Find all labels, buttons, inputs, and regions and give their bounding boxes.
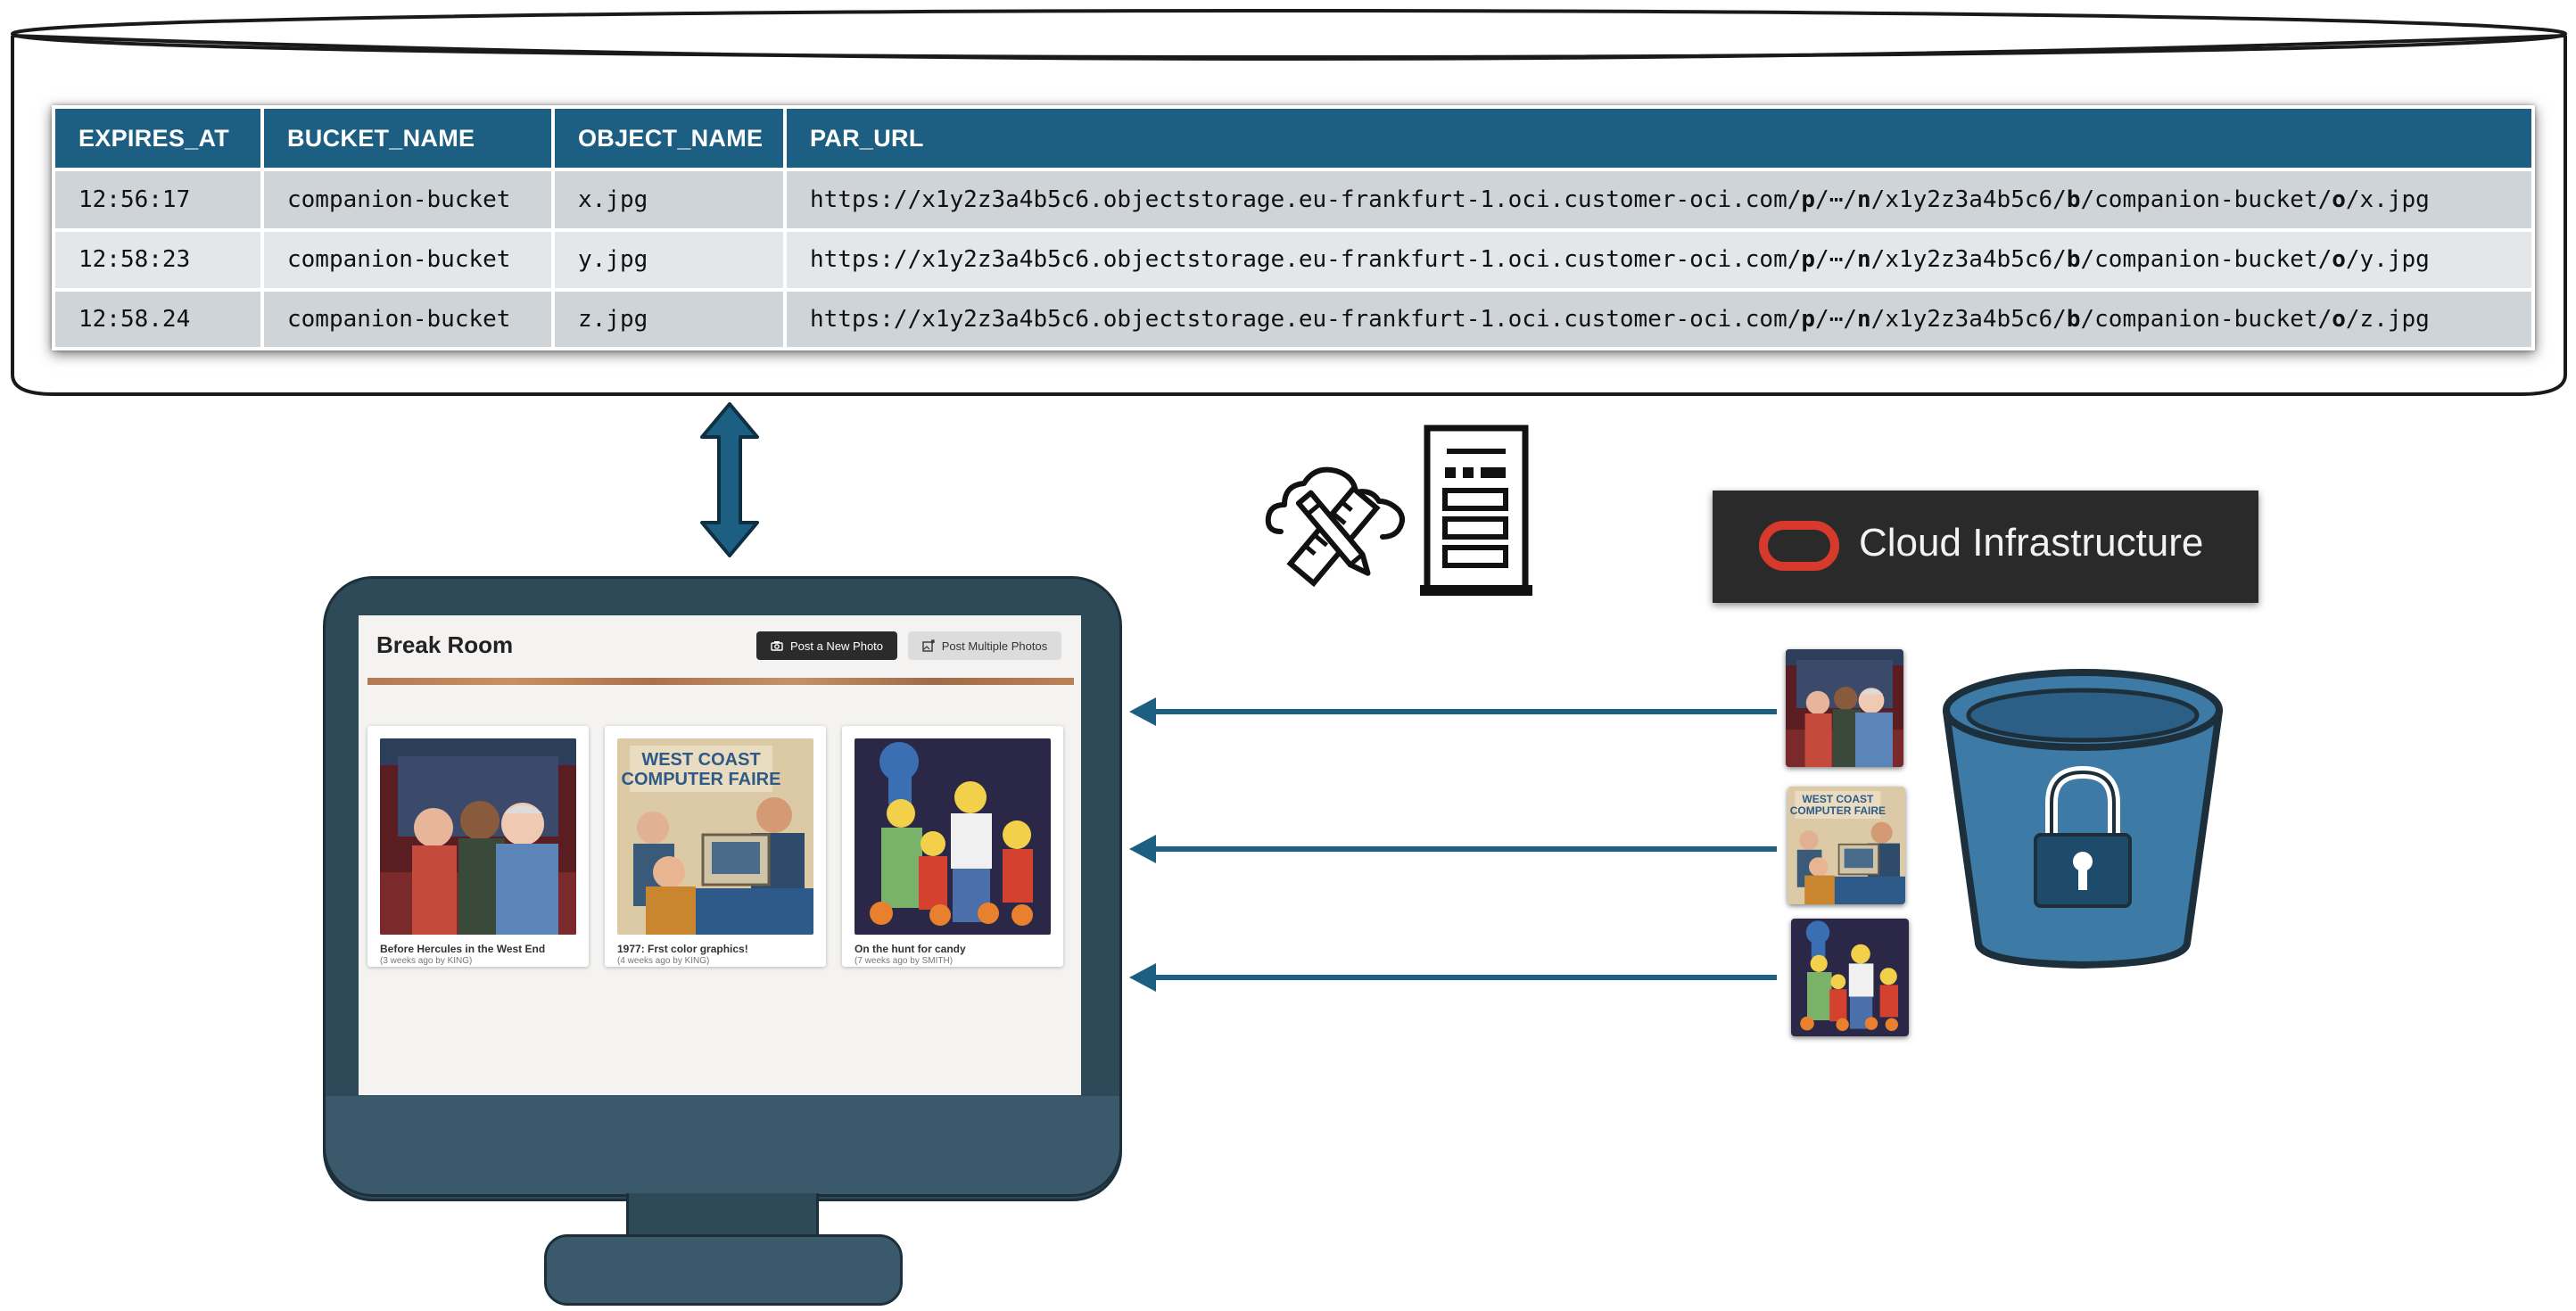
sign-text: WEST COAST: [1802, 793, 1874, 805]
cell-object-name: y.jpg: [553, 227, 787, 291]
sign-text: COMPUTER FAIRE: [622, 770, 781, 789]
cell-bucket-name: companion-bucket: [262, 227, 555, 291]
photo-image: [380, 738, 576, 935]
cell-bucket-name: companion-bucket: [262, 168, 555, 230]
bucket-lock-icon: [1943, 669, 2223, 969]
oracle-ring-icon: [1759, 521, 1839, 571]
photo-theater-image: [1786, 649, 1903, 767]
photo-card[interactable]: WEST COAST COMPUTER FAIRE 1977: Frst col…: [605, 726, 826, 967]
photo-image: WEST COAST COMPUTER FAIRE: [617, 738, 813, 935]
sign-text: COMPUTER FAIRE: [1790, 804, 1886, 817]
thumbnail-y: WEST COAST COMPUTER FAIRE: [1788, 787, 1905, 904]
cell-expires-at: 12:58.24: [55, 288, 264, 347]
photo-title: 1977: Frst color graphics!: [617, 943, 748, 955]
photo-theater-image: [380, 738, 576, 935]
sign-text: WEST COAST: [641, 750, 760, 770]
monitor-chin: [323, 1096, 1122, 1197]
server-tower-icon: [1420, 425, 1532, 596]
cell-expires-at: 12:56:17: [55, 168, 264, 230]
monitor-base: [544, 1234, 903, 1306]
camera-icon: [771, 641, 783, 651]
column-header-object-name: OBJECT_NAME: [553, 109, 787, 169]
oci-logo: Cloud Infrastructure: [1713, 491, 2258, 603]
thumbnail-z: [1791, 919, 1909, 1036]
post-photo-label: Post a New Photo: [789, 639, 884, 653]
double-arrow-icon: [700, 402, 759, 557]
download-arrows: [1129, 697, 1777, 992]
cell-par-url[interactable]: https://x1y2z3a4b5c6.objectstorage.eu-fr…: [785, 168, 2531, 230]
photo-meta: (7 weeks ago by SMITH): [855, 956, 954, 966]
table-row: 12:58.24 companion-bucket z.jpg https://…: [55, 288, 2531, 347]
photo-computer-faire-image: WEST COAST COMPUTER FAIRE: [1788, 787, 1905, 904]
multi-photo-icon: [922, 639, 935, 652]
cell-par-url[interactable]: https://x1y2z3a4b5c6.objectstorage.eu-fr…: [785, 227, 2531, 291]
page-title: Break Room: [376, 631, 514, 658]
photo-title: Before Hercules in the West End: [380, 943, 546, 955]
table-row: 12:58:23 companion-bucket y.jpg https://…: [55, 227, 2531, 291]
cell-object-name: z.jpg: [553, 288, 787, 347]
cloud-tools-icon: [1265, 466, 1405, 587]
photo-card[interactable]: On the hunt for candy (7 weeks ago by SM…: [842, 726, 1063, 967]
par-table: EXPIRES_AT BUCKET_NAME OBJECT_NAME PAR_U…: [52, 105, 2535, 350]
thumbnail-x: [1786, 649, 1903, 767]
cell-par-url[interactable]: https://x1y2z3a4b5c6.objectstorage.eu-fr…: [785, 288, 2531, 347]
table-header-row: EXPIRES_AT BUCKET_NAME OBJECT_NAME PAR_U…: [55, 109, 2531, 169]
photo-title: On the hunt for candy: [855, 943, 966, 955]
photo-image: [855, 738, 1051, 935]
photo-meta: (4 weeks ago by KING): [617, 956, 710, 966]
header-banner: [367, 678, 1074, 685]
photo-computer-faire-image: WEST COAST COMPUTER FAIRE: [617, 738, 813, 935]
column-header-par-url: PAR_URL: [785, 109, 2531, 169]
column-header-bucket-name: BUCKET_NAME: [262, 109, 555, 169]
column-header-expires-at: EXPIRES_AT: [55, 109, 264, 169]
post-multiple-button[interactable]: Post Multiple Photos: [908, 631, 1061, 660]
photo-halloween-image: [1791, 919, 1909, 1036]
monitor-neck: [626, 1193, 819, 1236]
oci-label: Cloud Infrastructure: [1859, 521, 2204, 565]
cell-object-name: x.jpg: [553, 168, 787, 230]
post-photo-button[interactable]: Post a New Photo: [756, 631, 897, 660]
photo-halloween-image: [855, 738, 1051, 935]
photo-meta: (3 weeks ago by KING): [380, 956, 473, 966]
cell-bucket-name: companion-bucket: [262, 288, 555, 347]
photo-card[interactable]: Before Hercules in the West End (3 weeks…: [367, 726, 589, 967]
table-row: 12:56:17 companion-bucket x.jpg https://…: [55, 168, 2531, 230]
break-room-app: Break Room Post a New Photo Post Multipl…: [359, 615, 1081, 1095]
post-multiple-label: Post Multiple Photos: [941, 639, 1048, 653]
cell-expires-at: 12:58:23: [55, 227, 264, 291]
